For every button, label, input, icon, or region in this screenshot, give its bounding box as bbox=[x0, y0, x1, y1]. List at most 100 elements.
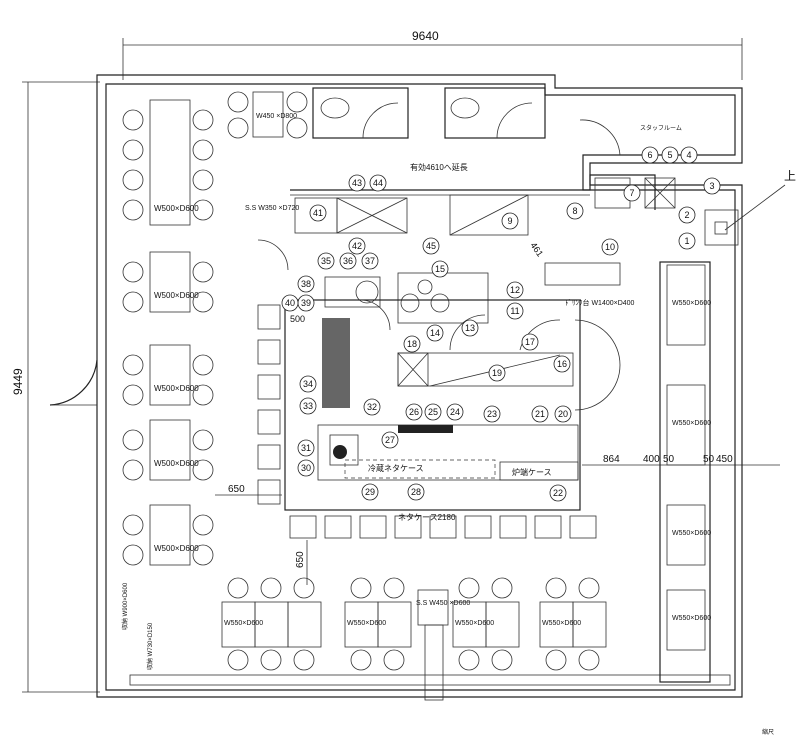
table bbox=[666, 264, 706, 346]
equipment-number: 37 bbox=[365, 256, 375, 266]
equipment-number: 22 bbox=[553, 488, 563, 498]
equipment-marker-7: 7 bbox=[623, 184, 641, 202]
table bbox=[666, 504, 706, 566]
stool bbox=[192, 459, 214, 481]
robata-case-label: 炉端ケース bbox=[512, 467, 552, 477]
equipment-marker-19: 19 bbox=[488, 364, 506, 382]
shelf-w730-label: 収納 W730×D150 bbox=[146, 622, 154, 670]
stool bbox=[192, 199, 214, 221]
equipment-number: 5 bbox=[667, 150, 672, 160]
equipment-number: 10 bbox=[605, 242, 615, 252]
aisle-bottom-dimension: 650 bbox=[295, 551, 306, 568]
equipment-number: 30 bbox=[301, 463, 311, 473]
equipment-number: 23 bbox=[487, 409, 497, 419]
equipment-marker-38: 38 bbox=[297, 275, 315, 293]
table-label: W500×D600 bbox=[154, 291, 199, 300]
equipment-number: 2 bbox=[684, 210, 689, 220]
stool bbox=[192, 354, 214, 376]
table bbox=[377, 601, 412, 648]
stool bbox=[192, 169, 214, 191]
staff-room-label: スタッフルーム bbox=[640, 124, 682, 132]
stool bbox=[458, 649, 480, 671]
stool bbox=[350, 577, 372, 599]
restrooms bbox=[312, 87, 621, 156]
scale-note: 縮尺 bbox=[762, 728, 774, 736]
table bbox=[572, 601, 607, 648]
equipment-marker-36: 36 bbox=[339, 252, 357, 270]
top-table-label: W450 ×D800 bbox=[256, 113, 297, 120]
equipment-number: 14 bbox=[430, 328, 440, 338]
equipment-number: 39 bbox=[301, 298, 311, 308]
equipment-marker-6: 6 bbox=[641, 146, 659, 164]
counter-stool bbox=[257, 479, 281, 505]
equipment-marker-13: 13 bbox=[461, 319, 479, 337]
equipment-marker-16: 16 bbox=[553, 355, 571, 373]
equipment-number: 13 bbox=[465, 323, 475, 333]
table-label: W550×D600 bbox=[347, 620, 386, 627]
stool bbox=[227, 117, 249, 139]
table-label: W500×D600 bbox=[154, 384, 199, 393]
stool bbox=[192, 139, 214, 161]
equipment-number: 35 bbox=[321, 256, 331, 266]
stool bbox=[350, 649, 372, 671]
overall-width-dimension: 9640 bbox=[412, 29, 439, 43]
equipment-number: 33 bbox=[303, 401, 313, 411]
equipment-marker-18: 18 bbox=[403, 335, 421, 353]
equipment-number: 8 bbox=[572, 206, 577, 216]
equipment-marker-21: 21 bbox=[531, 405, 549, 423]
equipment-marker-32: 32 bbox=[363, 398, 381, 416]
table bbox=[485, 601, 520, 648]
stool bbox=[192, 544, 214, 566]
equipment-number: 24 bbox=[450, 407, 460, 417]
equipment-number: 19 bbox=[492, 368, 502, 378]
stool bbox=[286, 91, 308, 113]
upper-note: 上 bbox=[784, 169, 796, 183]
equipment-marker-22: 22 bbox=[549, 484, 567, 502]
table-label: W550×D600 bbox=[224, 620, 263, 627]
equipment-marker-1: 1 bbox=[678, 232, 696, 250]
counter-stool bbox=[289, 515, 317, 539]
equipment-marker-31: 31 bbox=[297, 439, 315, 457]
stool bbox=[122, 199, 144, 221]
stool bbox=[491, 649, 513, 671]
equipment-marker-8: 8 bbox=[566, 202, 584, 220]
stool bbox=[545, 649, 567, 671]
stool bbox=[260, 649, 282, 671]
equipment-marker-28: 28 bbox=[407, 483, 425, 501]
table-label: W550×D600 bbox=[672, 530, 711, 537]
equipment-markers: 1234567891011121314151617181920212223242… bbox=[281, 146, 721, 502]
counter-stool bbox=[257, 409, 281, 435]
right-dim-3: 50 bbox=[703, 454, 715, 465]
stool bbox=[192, 109, 214, 131]
equipment-marker-40: 40 bbox=[281, 294, 299, 312]
stool bbox=[192, 291, 214, 313]
right-dim-0: 864 bbox=[603, 454, 620, 465]
table-label: W500×D600 bbox=[154, 459, 199, 468]
table bbox=[149, 419, 191, 481]
equipment-number: 6 bbox=[647, 150, 652, 160]
stool bbox=[227, 577, 249, 599]
table-label: W550×D600 bbox=[672, 615, 711, 622]
stool bbox=[122, 169, 144, 191]
stool bbox=[458, 577, 480, 599]
right-dim-2: 50 bbox=[663, 454, 675, 465]
equipment-marker-2: 2 bbox=[678, 206, 696, 224]
stool bbox=[122, 354, 144, 376]
counter-stool bbox=[257, 304, 281, 330]
counter-stool bbox=[257, 444, 281, 470]
equipment-marker-3: 3 bbox=[703, 177, 721, 195]
stool bbox=[286, 117, 308, 139]
equipment-marker-5: 5 bbox=[661, 146, 679, 164]
equipment-number: 20 bbox=[558, 409, 568, 419]
table bbox=[666, 589, 706, 651]
stool bbox=[192, 514, 214, 536]
table bbox=[287, 601, 322, 648]
equipment-number: 45 bbox=[426, 241, 436, 251]
equipment-marker-41: 41 bbox=[309, 204, 327, 222]
counter-stool bbox=[257, 374, 281, 400]
neta-case-label: ネタケース2180 bbox=[398, 513, 456, 522]
counter-stool bbox=[499, 515, 527, 539]
table bbox=[149, 99, 191, 226]
right-dim-4: 450 bbox=[716, 454, 733, 465]
equipment-marker-44: 44 bbox=[369, 174, 387, 192]
